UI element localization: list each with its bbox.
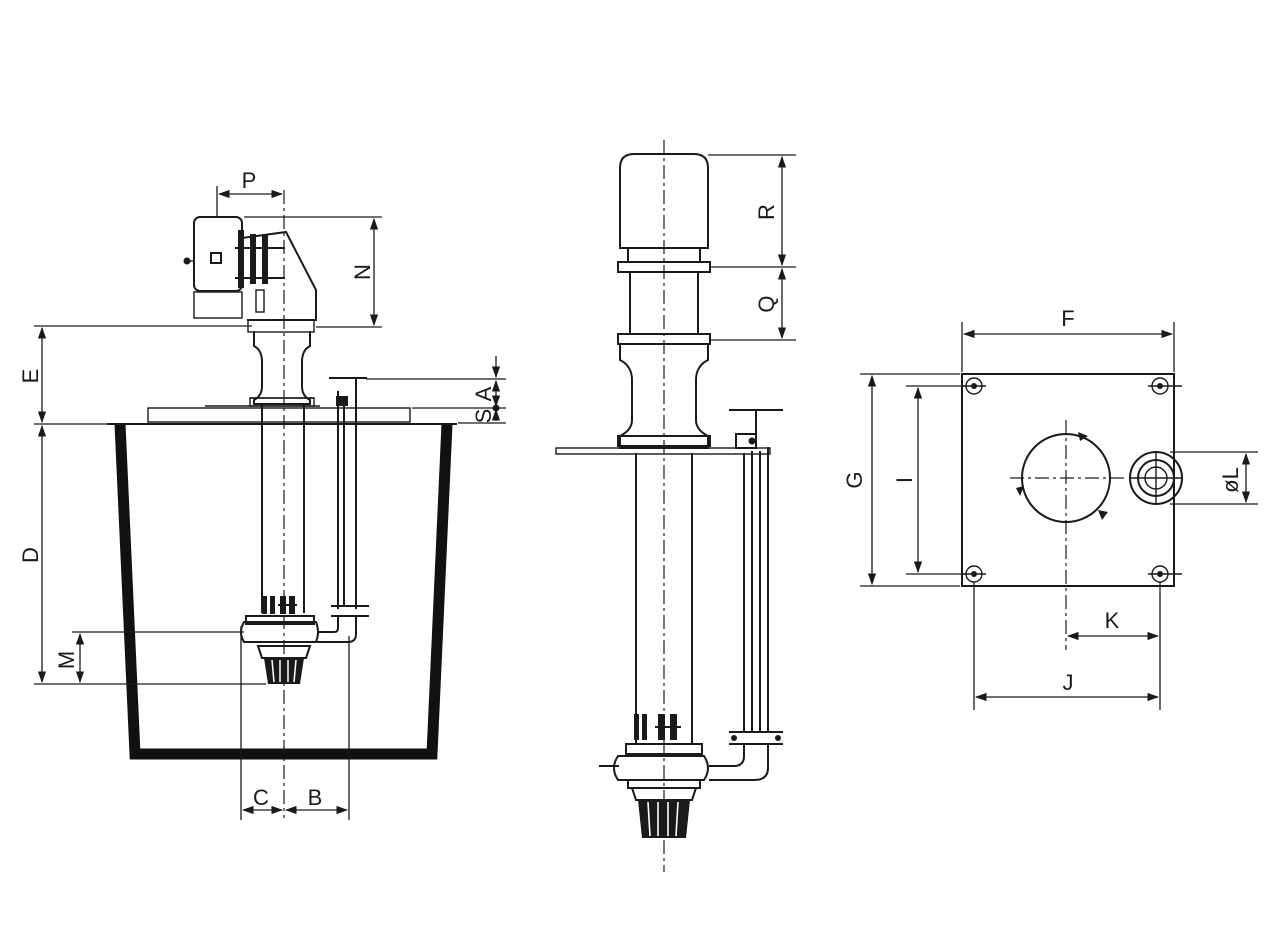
discharge-opening: [1129, 451, 1183, 505]
dim-j: J: [973, 582, 1161, 710]
motor-assembly: [183, 216, 317, 321]
pump-elevation-view: R Q: [555, 140, 796, 872]
label-l: øL: [1218, 467, 1243, 493]
bolt-holes: [962, 377, 1182, 583]
discharge-pipe-side: [709, 409, 783, 781]
label-n: N: [350, 264, 375, 280]
mounting-plate: [147, 407, 411, 423]
dim-p: P: [216, 168, 284, 218]
tank-installation-view: P N E D M: [18, 168, 506, 820]
dim-m: M: [54, 631, 244, 684]
label-g: G: [842, 471, 867, 488]
label-d: D: [18, 547, 43, 563]
dim-f: F: [961, 306, 1175, 372]
dim-i: I: [892, 385, 966, 575]
label-a: A: [471, 386, 496, 401]
dim-a-s: A S: [366, 356, 506, 424]
label-s: S: [471, 409, 496, 424]
dim-c-b: C B: [240, 626, 350, 820]
dim-l: øL: [1170, 451, 1258, 505]
mounting-plate-plan: F G I øL K: [842, 306, 1258, 710]
lantern-bracket: [247, 319, 315, 407]
dim-e: E: [18, 325, 252, 424]
dim-n: N: [244, 216, 382, 328]
label-m: M: [54, 651, 79, 669]
plate-outline: [961, 373, 1175, 587]
dim-k: K: [1066, 582, 1161, 648]
label-f: F: [1061, 306, 1074, 331]
discharge-pipe: [317, 377, 369, 643]
column-pipe: [634, 453, 693, 745]
dim-r: R: [708, 154, 796, 268]
label-b: B: [308, 785, 323, 810]
pump-casing: [240, 615, 319, 684]
label-i: I: [892, 477, 917, 483]
dim-q: Q: [710, 267, 796, 341]
label-j: J: [1063, 670, 1074, 695]
label-k: K: [1105, 608, 1120, 633]
dim-d: D: [18, 423, 266, 685]
mounting-plate-side: [555, 447, 771, 455]
column-opening: [1010, 432, 1124, 523]
label-p: P: [242, 168, 257, 193]
pump-casing-side: [599, 743, 709, 838]
label-e: E: [18, 369, 43, 384]
label-q: Q: [754, 295, 779, 312]
label-c: C: [253, 785, 269, 810]
label-r: R: [754, 204, 779, 220]
dim-g: G: [842, 373, 960, 587]
shaft-column: [261, 405, 305, 614]
